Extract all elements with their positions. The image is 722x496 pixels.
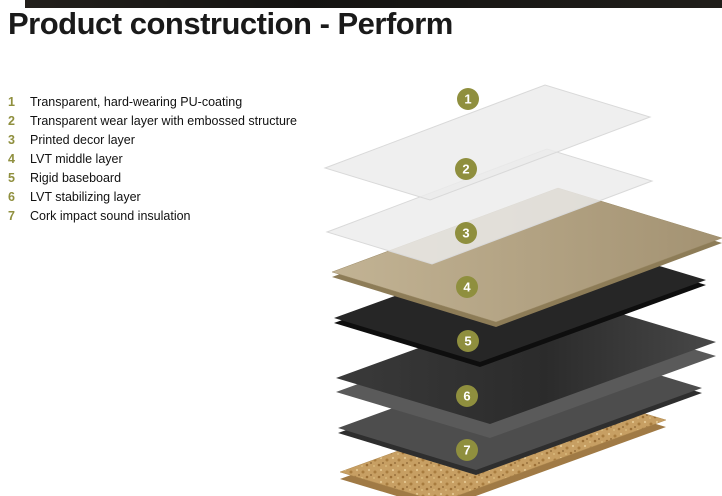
layer-badge-5: 5 [457,330,479,352]
layer-5-rigid-baseboard-sheet [336,296,716,438]
badge-circle [455,158,477,180]
layer-1-pu-sheet [323,84,652,201]
legend-item: 2 Transparent wear layer with embossed s… [8,112,323,131]
badge-number: 5 [464,334,471,349]
legend-item-number: 2 [8,114,15,128]
badge-circle [455,222,477,244]
legend-item-label: Transparent wear layer with embossed str… [30,114,298,128]
legend-item: 4 LVT middle layer [8,150,323,169]
badge-number: 1 [464,92,471,107]
layer-badge-1: 1 [457,88,479,110]
badge-circle [456,276,478,298]
badge-number: 6 [463,389,470,404]
top-edge-strip [25,0,722,8]
legend-item: 1 Transparent, hard-wearing PU-coating [8,93,323,112]
legend-item-label: Cork impact sound insulation [30,209,191,223]
legend-item-label: Rigid baseboard [30,171,122,185]
badge-number: 3 [462,226,469,241]
legend-item-number: 7 [8,209,15,223]
badge-number: 7 [463,443,470,458]
layer-badge-3: 3 [455,222,477,244]
badge-circle [456,385,478,407]
legend-item-label: LVT stabilizing layer [30,190,141,204]
legend-item-label: Printed decor layer [30,133,135,147]
page-title: Product construction - Perform [8,6,453,41]
badge-circle [457,88,479,110]
layer-badge-6: 6 [456,385,478,407]
legend-item-number: 3 [8,133,15,147]
badge-circle [457,330,479,352]
legend-item-number: 4 [8,152,15,166]
badge-number: 2 [462,162,469,177]
legend-item-number: 1 [8,95,15,109]
legend-item-label: Transparent, hard-wearing PU-coating [30,95,243,109]
legend-item: 3 Printed decor layer [8,131,323,150]
legend-item-number: 6 [8,190,15,204]
legend-item: 5 Rigid baseboard [8,169,323,188]
layer-badge-4: 4 [456,276,478,298]
legend-item-label: LVT middle layer [30,152,123,166]
legend-item-number: 5 [8,171,15,185]
legend-item: 6 LVT stabilizing layer [8,188,323,207]
layer-badge-7: 7 [456,439,478,461]
legend-item: 7 Cork impact sound insulation [8,207,323,226]
legend: 1 Transparent, hard-wearing PU-coating 2… [8,93,323,226]
badge-number: 4 [463,280,471,295]
badge-circle [456,439,478,461]
layer-badge-2: 2 [455,158,477,180]
